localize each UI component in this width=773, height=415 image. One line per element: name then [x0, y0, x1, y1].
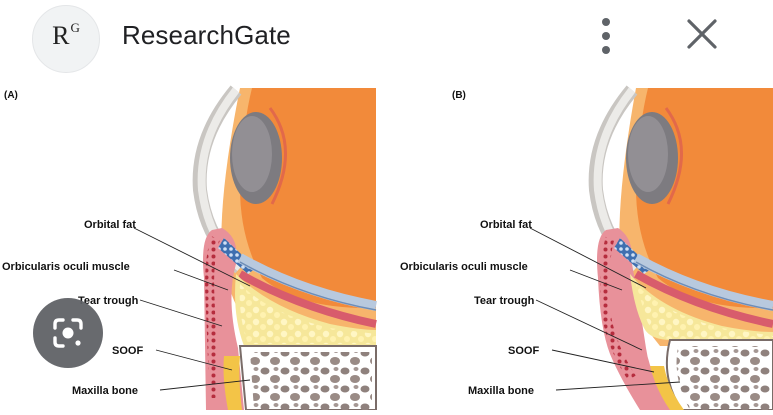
- panel-a-label-soof: SOOF: [112, 345, 143, 357]
- panel-b-label-maxilla: Maxilla bone: [468, 385, 534, 397]
- google-lens-icon[interactable]: [33, 298, 103, 368]
- logo-superscript: G: [70, 20, 79, 35]
- panel-b-label-orbicularis: Orbicularis oculi muscle: [400, 261, 528, 273]
- tear-trough-figure: (A): [0, 78, 773, 410]
- site-name[interactable]: ResearchGate: [122, 20, 291, 51]
- panel-b: (B): [400, 88, 773, 410]
- panel-b-label-orbital-fat: Orbital fat: [480, 219, 532, 231]
- researchgate-logo[interactable]: RG: [32, 5, 100, 73]
- logo-text: RG: [33, 20, 99, 51]
- panel-b-label-soof: SOOF: [508, 345, 539, 357]
- panel-a-tag: (A): [4, 90, 18, 101]
- panel-a-label-maxilla: Maxilla bone: [72, 385, 138, 397]
- panel-b-anatomy: [596, 88, 773, 410]
- panel-a-anatomy: [200, 88, 376, 410]
- more-vert-icon[interactable]: [594, 16, 618, 56]
- panel-a-label-orbicularis: Orbicularis oculi muscle: [2, 261, 130, 273]
- panel-a-label-orbital-fat: Orbital fat: [84, 219, 136, 231]
- panel-b-tag: (B): [452, 90, 466, 101]
- top-bar: RG ResearchGate: [0, 0, 773, 72]
- panel-b-label-tear-trough: Tear trough: [474, 295, 535, 307]
- logo-letter: R: [52, 21, 69, 50]
- close-icon[interactable]: [682, 14, 722, 54]
